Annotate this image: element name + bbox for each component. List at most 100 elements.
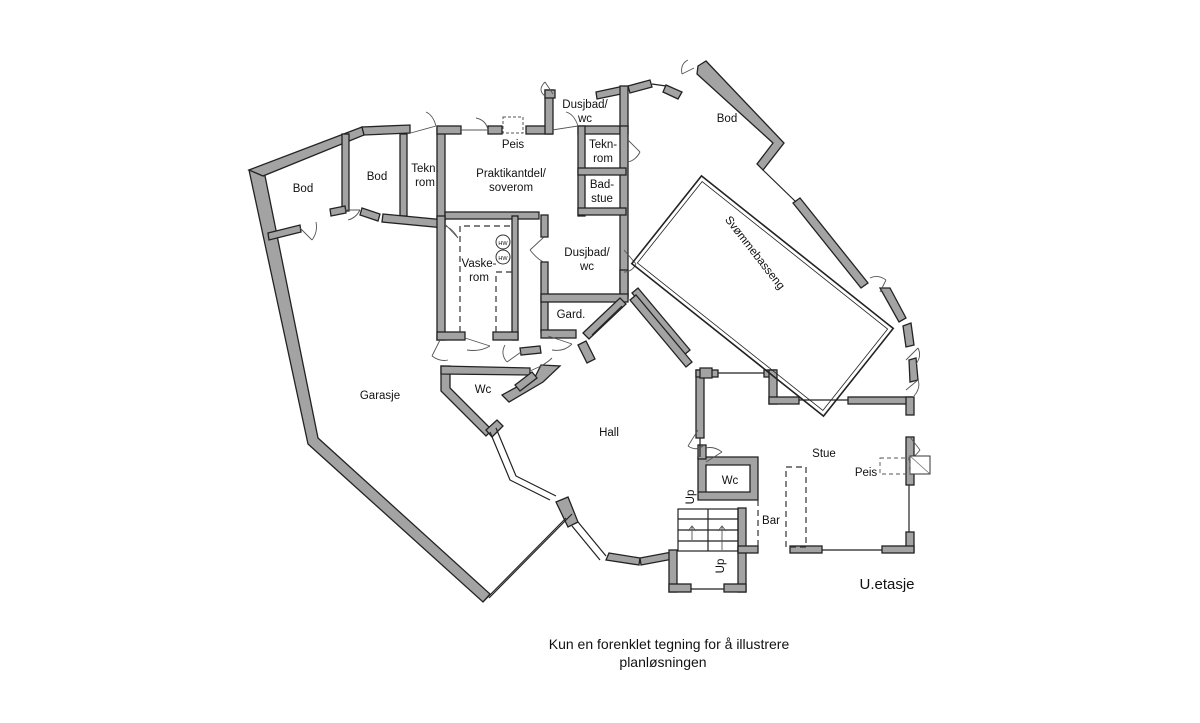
door-prakt-south bbox=[444, 223, 459, 239]
door-vask-2 bbox=[431, 339, 449, 361]
wall-wc-lower bbox=[697, 456, 759, 501]
wall-bod-divider bbox=[341, 133, 350, 212]
wall-dusjbad-mid-west-1 bbox=[540, 214, 549, 238]
wall-north-praktikant-1 bbox=[436, 125, 462, 135]
stair-arrow-2 bbox=[717, 525, 727, 550]
wall-vask-east bbox=[511, 215, 519, 341]
room-label-dusjbad-top: Dusjbad/ bbox=[562, 99, 608, 111]
wall-wc-inner bbox=[514, 371, 538, 392]
stair-label-up-2: Up bbox=[715, 559, 727, 574]
glazing bbox=[482, 83, 910, 603]
door-tekn-small bbox=[627, 139, 641, 163]
hall-glass-s2 bbox=[571, 525, 601, 561]
wall-wc-north bbox=[440, 365, 531, 376]
floor-label: U.etasje bbox=[859, 576, 914, 593]
wall-pool-north-1 bbox=[627, 79, 653, 94]
door-gard bbox=[547, 335, 573, 351]
door-pool-east bbox=[905, 347, 921, 365]
room-label-stue: Stue bbox=[812, 448, 836, 460]
wall-north-praktikant-2 bbox=[487, 125, 503, 135]
garage-door-line-2 bbox=[488, 513, 573, 599]
laundry-counter-1 bbox=[459, 225, 512, 332]
wall-bod-right bbox=[696, 60, 785, 171]
wall-badstue-south bbox=[577, 207, 627, 216]
door-pool-right-bod bbox=[681, 59, 695, 75]
door-dusjbad-mid bbox=[529, 236, 545, 263]
fireplace-stue-front bbox=[879, 457, 911, 475]
stairs bbox=[677, 508, 739, 552]
hall-glass-w2 bbox=[495, 427, 557, 497]
wall-vask-west bbox=[436, 215, 446, 341]
room-label-garasje: Garasje bbox=[360, 390, 400, 402]
gard-door-line bbox=[591, 305, 623, 336]
door-hall-nw bbox=[502, 344, 522, 363]
doors bbox=[299, 59, 921, 463]
room-label-hall: Hall bbox=[599, 427, 619, 439]
room-label-gard: Gard. bbox=[557, 309, 586, 321]
wall-dusjbad-north bbox=[544, 89, 556, 99]
room-label-peis-stue: Peis bbox=[855, 467, 878, 479]
room-label-dusjbad-mid: Dusjbad/ bbox=[564, 247, 610, 259]
door-wc-hall bbox=[529, 357, 553, 372]
wall-bod-south-2 bbox=[329, 205, 347, 217]
wall-bod-south-1 bbox=[267, 224, 302, 241]
garage-door-line bbox=[482, 517, 567, 603]
room-label-dusjbad-top: wc bbox=[577, 113, 592, 125]
wall-gard-diag bbox=[582, 297, 627, 340]
swimming-pool-inner bbox=[636, 180, 889, 412]
wall-pool-se bbox=[629, 294, 693, 368]
room-label-bar: Bar bbox=[762, 515, 780, 527]
wall-bod-south-3 bbox=[359, 207, 381, 222]
laundry-fixtures bbox=[459, 225, 512, 332]
water-heater-1-label: HW bbox=[498, 241, 508, 247]
wall-hall-west bbox=[440, 365, 493, 437]
wall-tekn-divider bbox=[399, 133, 408, 217]
wall-stue-north-4 bbox=[847, 396, 913, 405]
room-label-praktikantdel: soverom bbox=[489, 182, 533, 194]
wall-wc-lower-stub bbox=[697, 444, 707, 460]
room-label-bod-mid: Bod bbox=[367, 171, 387, 183]
wall-dusjbad-mid-south bbox=[540, 293, 629, 303]
door-peis-top bbox=[461, 117, 489, 131]
room-label-dusjbad-mid: wc bbox=[579, 261, 594, 273]
wall-hall-ne bbox=[577, 340, 596, 364]
bar-island bbox=[785, 466, 807, 548]
door-bod-mid bbox=[345, 209, 361, 221]
fireplace-stue-hatch bbox=[909, 455, 931, 475]
fireplace-top-icon bbox=[502, 116, 524, 134]
wall-hall-jog bbox=[485, 419, 504, 438]
water-heater-2-icon bbox=[495, 249, 511, 265]
room-label-tekn-rom: rom bbox=[415, 177, 435, 189]
pool-glass-n bbox=[651, 83, 667, 87]
wall-pool-east-3 bbox=[908, 357, 919, 383]
room-label-peis: Peis bbox=[502, 139, 525, 151]
door-wc-lower bbox=[705, 447, 723, 463]
wall-stue-east-1 bbox=[905, 396, 915, 416]
wall-gard-south bbox=[540, 329, 577, 339]
door-stue-west bbox=[687, 429, 705, 450]
wall-vask-south-2 bbox=[492, 331, 519, 341]
room-label-bod-left: Bod bbox=[293, 183, 313, 195]
door-vask bbox=[464, 337, 491, 351]
room-label-praktikantdel: Praktikantdel/ bbox=[476, 168, 546, 180]
door-dusjbad-top bbox=[540, 81, 554, 97]
room-label-wc-hall: Wc bbox=[475, 384, 492, 396]
room-label-vaskerom: rom bbox=[469, 272, 489, 284]
water-heater-1-icon bbox=[495, 234, 511, 250]
wall-stue-south-1 bbox=[737, 545, 759, 554]
room-label-badstue: stue bbox=[591, 193, 613, 205]
stair-arrow-1 bbox=[687, 525, 697, 540]
wall-hall-nw bbox=[519, 345, 542, 356]
hall-glass-w bbox=[489, 431, 551, 501]
wall-pool-east-2 bbox=[902, 322, 915, 348]
wall-stue-west-upper bbox=[695, 369, 705, 439]
pool-glass-diag bbox=[762, 169, 797, 203]
wall-tekn-south bbox=[577, 167, 627, 176]
door-pool-ne bbox=[869, 275, 887, 293]
room-label-bod-right: Bod bbox=[717, 113, 737, 125]
room-label-tekn-small: Tekn- bbox=[589, 139, 617, 151]
wall-pool-ne-1 bbox=[792, 197, 869, 289]
room-label-tekn-rom: Tekn. bbox=[411, 163, 439, 175]
swimming-pool bbox=[630, 174, 895, 418]
